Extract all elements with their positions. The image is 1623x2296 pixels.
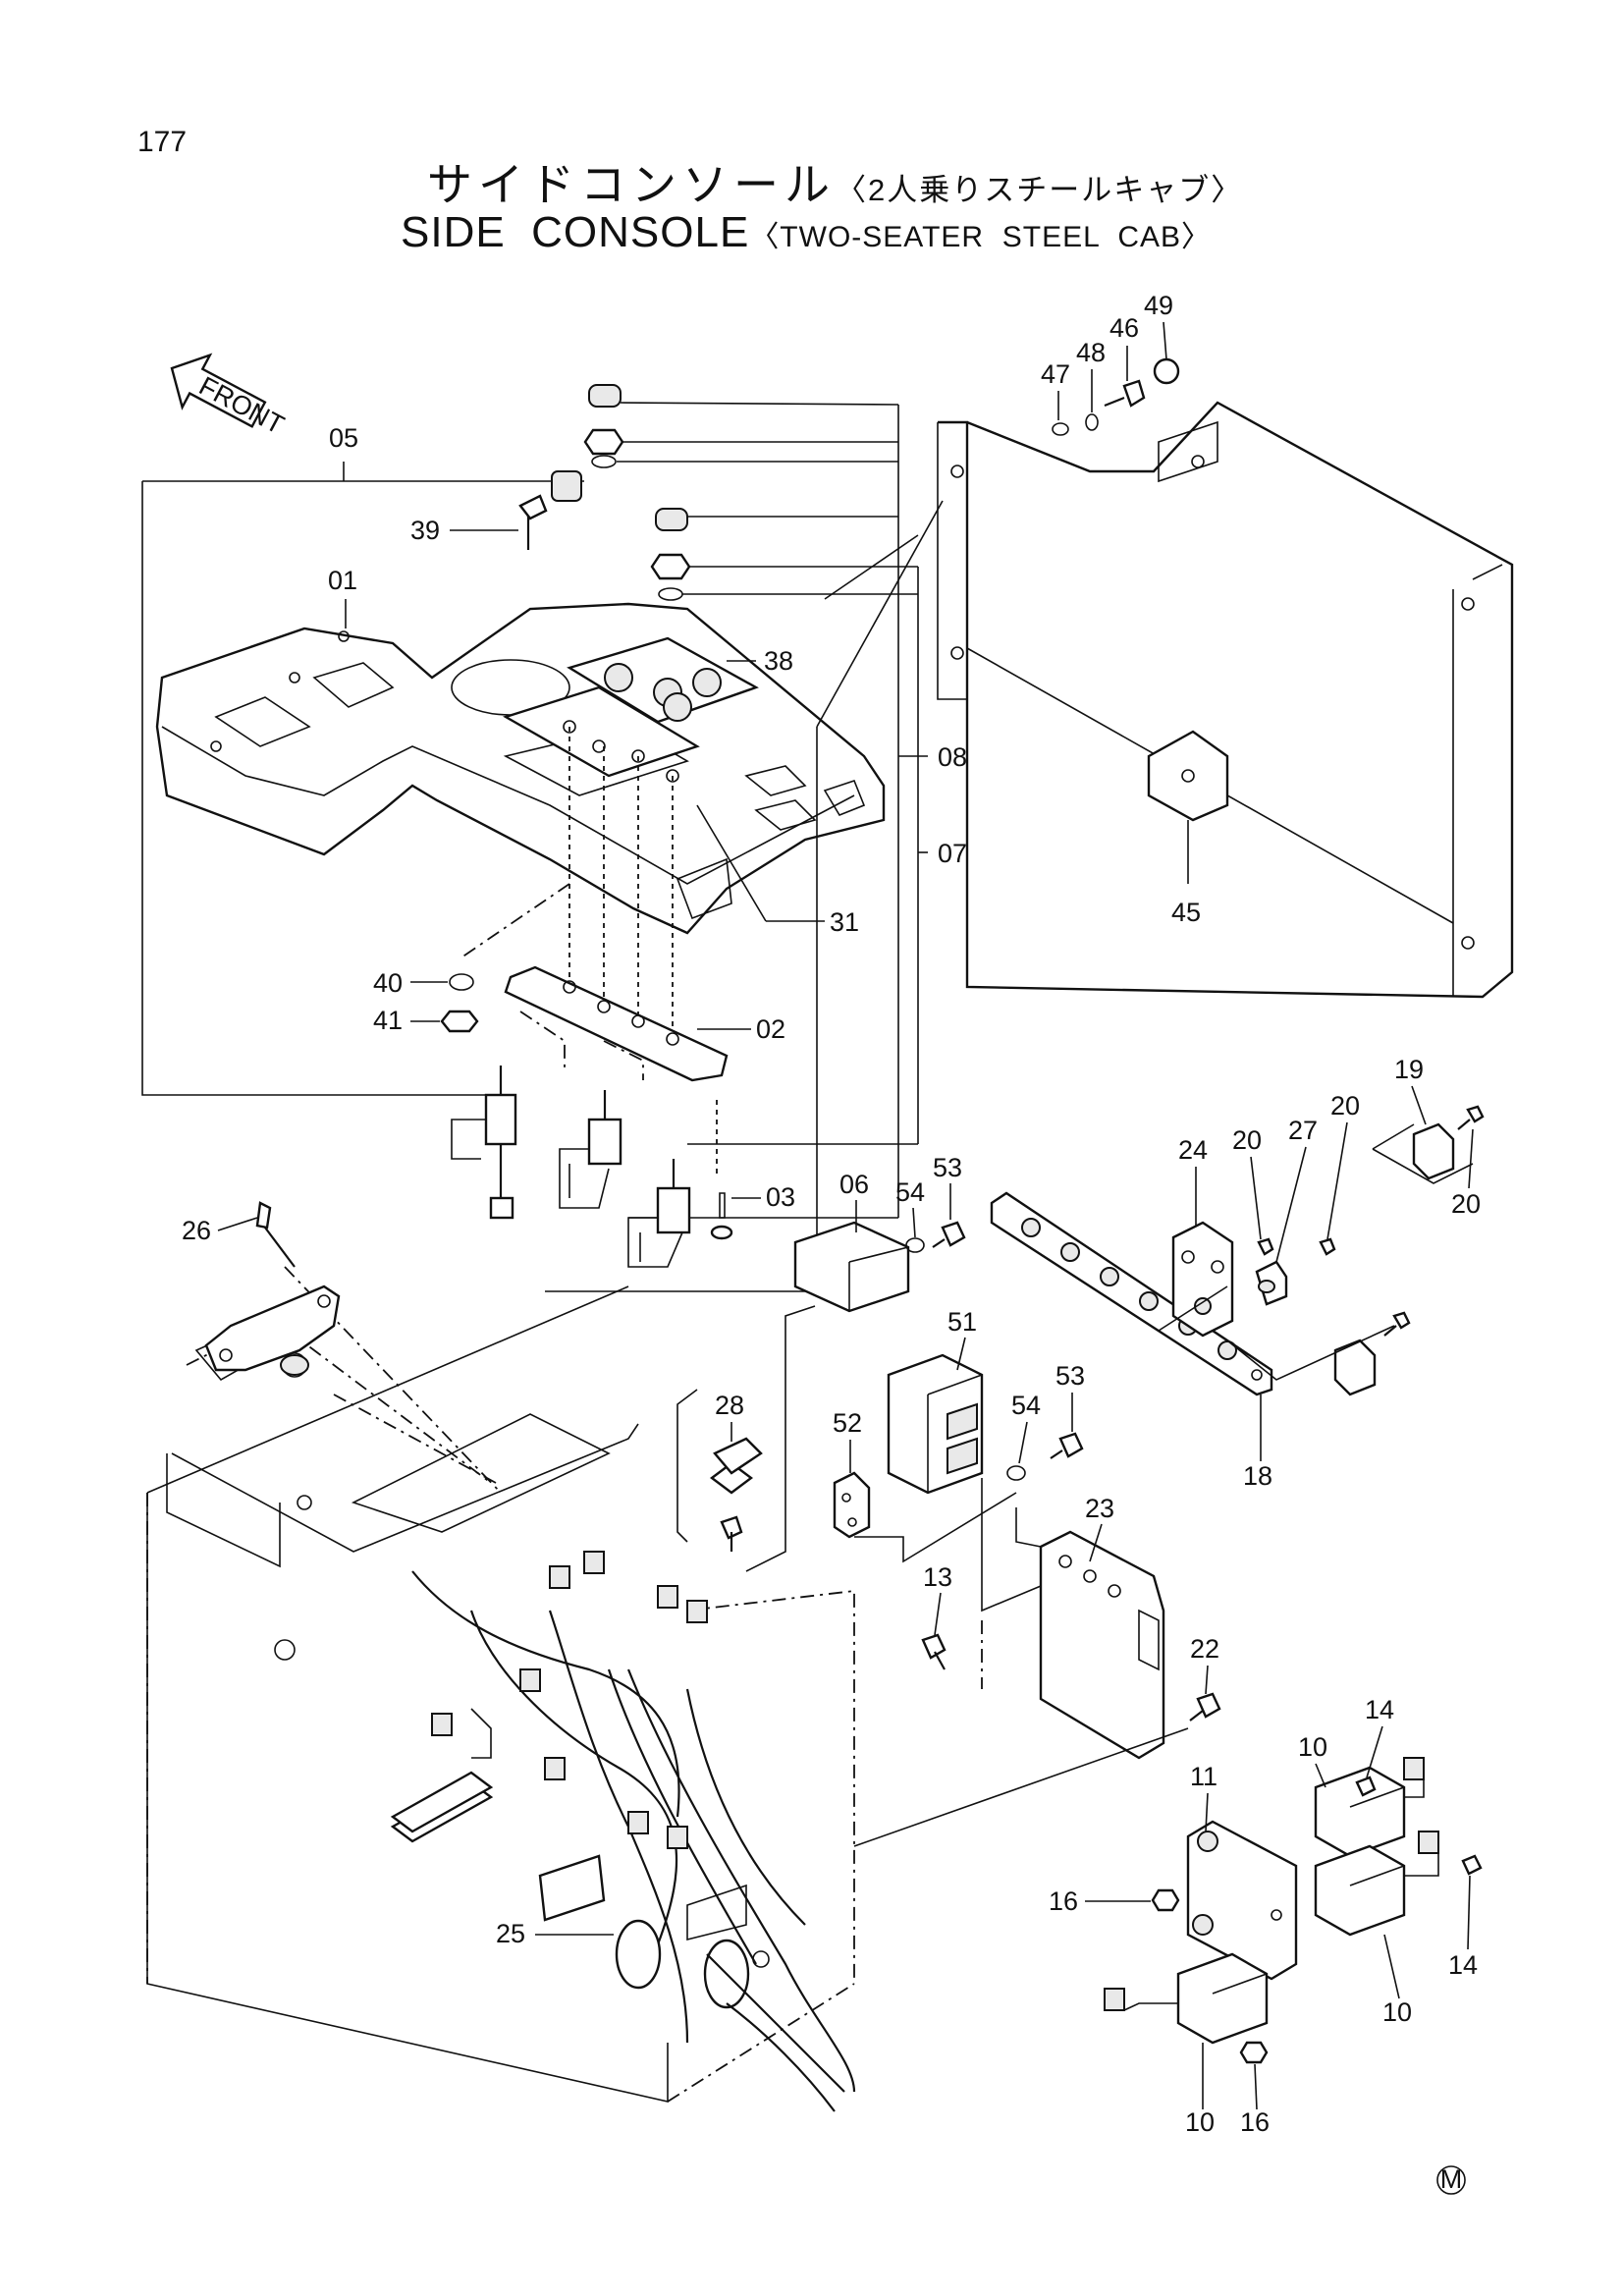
callout-28: 28 (715, 1391, 744, 1420)
callout-27: 27 (1288, 1116, 1318, 1145)
lever-bracket (204, 1285, 341, 1376)
title-english: SIDE CONSOLE〈TWO-SEATER STEEL CAB〉 (401, 208, 1212, 257)
side-panel (937, 357, 1514, 999)
callout-20-left: 20 (1232, 1125, 1262, 1155)
callout-20-right: 20 (1451, 1189, 1481, 1219)
title-japanese: サイドコンソール〈2人乗りスチールキャブ〉 (427, 149, 1243, 214)
callout-13: 13 (923, 1562, 952, 1592)
callout-25: 25 (496, 1919, 525, 1948)
group-05-bracket (141, 462, 584, 1096)
callout-22: 22 (1190, 1634, 1219, 1664)
page-number: 177 (137, 126, 188, 158)
callout-40: 40 (373, 968, 403, 998)
callout-48: 48 (1076, 338, 1106, 367)
callout-39: 39 (410, 516, 440, 545)
callout-26: 26 (182, 1216, 211, 1245)
title-en-subtitle: 〈TWO-SEATER STEEL CAB〉 (749, 221, 1213, 253)
mounting-bracket (504, 965, 729, 1082)
callout-31: 31 (830, 907, 859, 937)
manufacturer-mark: M (1436, 2164, 1466, 2195)
callout-18: 18 (1243, 1461, 1272, 1491)
callout-labels: 05 39 01 38 08 07 31 40 41 02 03 47 48 4… (182, 291, 1481, 2137)
callout-05: 05 (329, 423, 358, 453)
callout-52: 52 (833, 1408, 862, 1438)
callout-51: 51 (947, 1307, 977, 1337)
front-arrow-icon: FRONT (170, 353, 289, 440)
callout-08: 08 (938, 742, 967, 772)
callout-45: 45 (1171, 898, 1201, 927)
relay-components (676, 1221, 1084, 1572)
terminal-bar (990, 1105, 1485, 1396)
front-label: FRONT (194, 371, 289, 440)
callout-10-lower: 10 (1382, 1997, 1412, 2027)
callout-11: 11 (1190, 1762, 1217, 1791)
callout-54-lower: 54 (1011, 1391, 1041, 1420)
callout-47: 47 (1041, 359, 1070, 389)
callout-02: 02 (756, 1014, 785, 1044)
alignment-lines (460, 727, 718, 1178)
title-ja-subtitle: 〈2人乗りスチールキャブ〉 (836, 173, 1244, 207)
callout-06: 06 (839, 1170, 869, 1199)
wire-harness (390, 1551, 856, 2112)
washer-nut (440, 973, 479, 1033)
callout-20-middle: 20 (1330, 1091, 1360, 1121)
callout-53-lower: 53 (1055, 1361, 1085, 1391)
callout-14-lower: 14 (1448, 1950, 1478, 1980)
callout-03: 03 (766, 1182, 795, 1212)
callout-46: 46 (1109, 313, 1139, 343)
callout-49: 49 (1144, 291, 1173, 320)
callout-23: 23 (1085, 1494, 1114, 1523)
callout-41: 41 (373, 1006, 403, 1035)
title-ja-main: サイドコンソール (427, 159, 836, 210)
callout-38: 38 (764, 646, 793, 676)
callout-14-upper: 14 (1365, 1695, 1394, 1724)
callout-10-bottom: 10 (1185, 2107, 1215, 2137)
callout-53-upper: 53 (933, 1153, 962, 1182)
callout-07: 07 (938, 839, 967, 868)
callout-16-left: 16 (1049, 1886, 1078, 1916)
callout-24: 24 (1178, 1135, 1208, 1165)
callout-16-bottom: 16 (1240, 2107, 1270, 2137)
leaders-knobs (545, 402, 944, 1292)
mark-letter: M (1440, 2164, 1463, 2194)
title-en-main: SIDE CONSOLE (401, 208, 750, 256)
callout-19: 19 (1394, 1055, 1424, 1084)
switch-panel (503, 636, 759, 783)
knob-stack-upper (518, 384, 691, 601)
callout-01: 01 (328, 566, 357, 595)
relay-group (1104, 1757, 1483, 2064)
mounting-plate (853, 1478, 1221, 1847)
switches-harness (451, 1066, 733, 1268)
callout-10-upper: 10 (1298, 1732, 1327, 1762)
callout-54-upper: 54 (895, 1177, 925, 1207)
